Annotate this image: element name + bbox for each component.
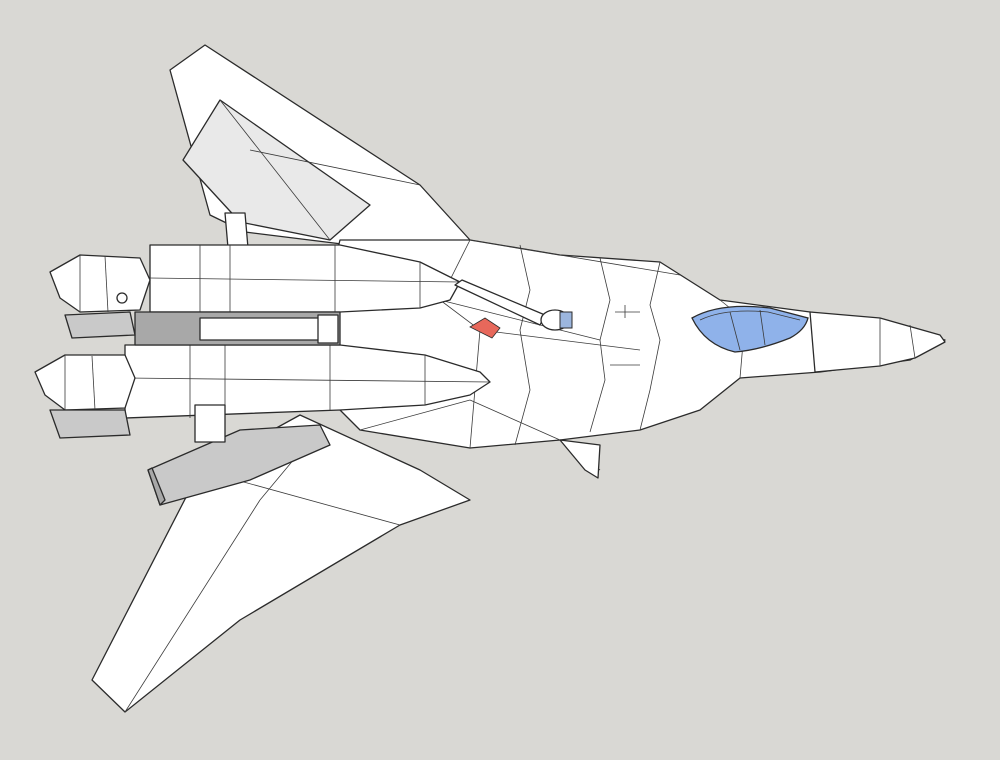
lower-exhaust-nozzle[interactable] <box>34 354 136 439</box>
upper-engine-nacelle[interactable] <box>149 244 461 313</box>
insignia-marking <box>469 317 501 339</box>
canopy-glass[interactable] <box>691 305 809 353</box>
gun-pod[interactable] <box>454 279 573 331</box>
lower-engine-nacelle[interactable] <box>124 344 491 443</box>
upper-wing[interactable] <box>169 44 471 249</box>
engine-bay[interactable] <box>134 311 341 346</box>
upper-exhaust-nozzle[interactable] <box>49 254 151 339</box>
nose-cone[interactable] <box>809 311 946 373</box>
lower-wing[interactable] <box>91 414 471 713</box>
